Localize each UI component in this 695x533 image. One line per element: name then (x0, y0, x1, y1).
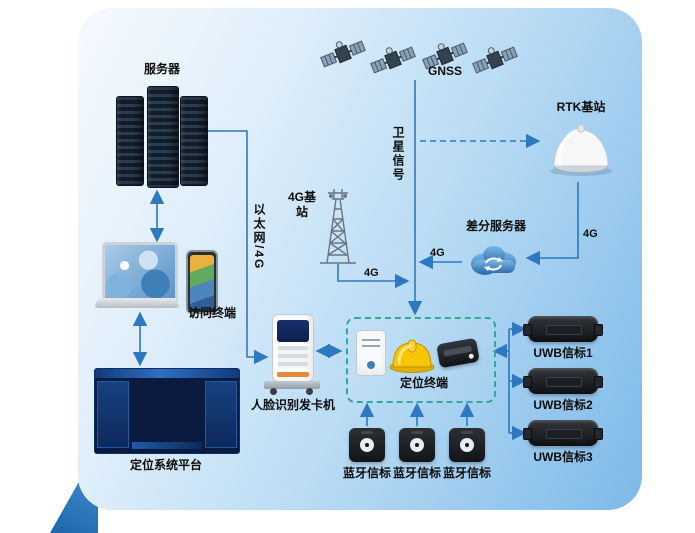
server-label: 服务器 (143, 62, 180, 76)
face-machine-slot (277, 372, 309, 377)
face-machine-wheel-right (306, 388, 313, 395)
bt-label-1: 蓝牙信标 (343, 466, 392, 480)
platform-screenshot-icon (94, 368, 240, 454)
positioning-terminal-label: 定位终端 (399, 376, 448, 390)
laptop-icon (102, 242, 178, 301)
face-machine-icon (272, 314, 314, 382)
platform-header-bar (95, 369, 239, 378)
platform-right-panel (206, 382, 236, 447)
bt-beacon-icon-1 (349, 428, 385, 462)
bt-beacon-icon-2 (399, 428, 435, 462)
g4-label-tower: 4G (364, 267, 379, 279)
face-machine-screen (277, 320, 309, 342)
access-terminal-label: 访问终端 (187, 306, 236, 320)
rtk-label: RTK基站 (556, 100, 606, 114)
platform-map-area (132, 382, 202, 439)
platform-label: 定位系统平台 (129, 458, 202, 472)
face-machine-keypad (278, 346, 308, 368)
diff-server-label: 差分服务器 (465, 219, 526, 233)
bt-label-2: 蓝牙信标 (393, 466, 442, 480)
satellite-icon-4 (472, 42, 518, 83)
uwb-beacon-icon-2 (523, 368, 603, 394)
rtk-base-station-icon (544, 116, 618, 183)
gnss-label: GNSS (428, 64, 463, 78)
uwb-beacon-icon-1 (523, 316, 603, 342)
phone-icon (186, 250, 218, 314)
uwb-label-3: UWB信标3 (533, 450, 593, 464)
server-icon (116, 84, 208, 188)
satellite-icon-1 (320, 36, 366, 77)
satellite-signal-label: 卫星信号 (391, 126, 405, 182)
satellite-icon-3 (422, 38, 468, 79)
face-machine-label: 人脸识别发卡机 (250, 398, 335, 412)
diff-server-cloud-icon (464, 236, 524, 287)
platform-bottom-bar (132, 442, 202, 449)
satellite-icon-2 (370, 42, 416, 83)
server-tower-middle (147, 86, 179, 188)
server-tower-right (180, 96, 208, 186)
platform-left-panel (98, 382, 128, 447)
uwb-beacon-icon-3 (523, 420, 603, 446)
uwb-label-2: UWB信标2 (533, 398, 593, 412)
laptop-base (94, 298, 180, 308)
cell-tower-icon (312, 184, 364, 271)
receiver-device-icon (356, 330, 386, 376)
bt-beacon-icon-3 (449, 428, 485, 462)
server-tower-left (116, 96, 144, 186)
helmet-icon (388, 333, 436, 380)
face-machine-base (264, 381, 320, 389)
bt-label-3: 蓝牙信标 (443, 466, 492, 480)
tower-4g-label: 4G基站 (288, 190, 317, 219)
ethernet-4g-label: 以太网/4G (252, 203, 266, 271)
face-machine-wheel-left (270, 388, 277, 395)
g4-label-cloud: 4G (430, 247, 445, 259)
g4-label-rtk: 4G (583, 228, 598, 240)
uwb-label-1: UWB信标1 (533, 346, 593, 360)
